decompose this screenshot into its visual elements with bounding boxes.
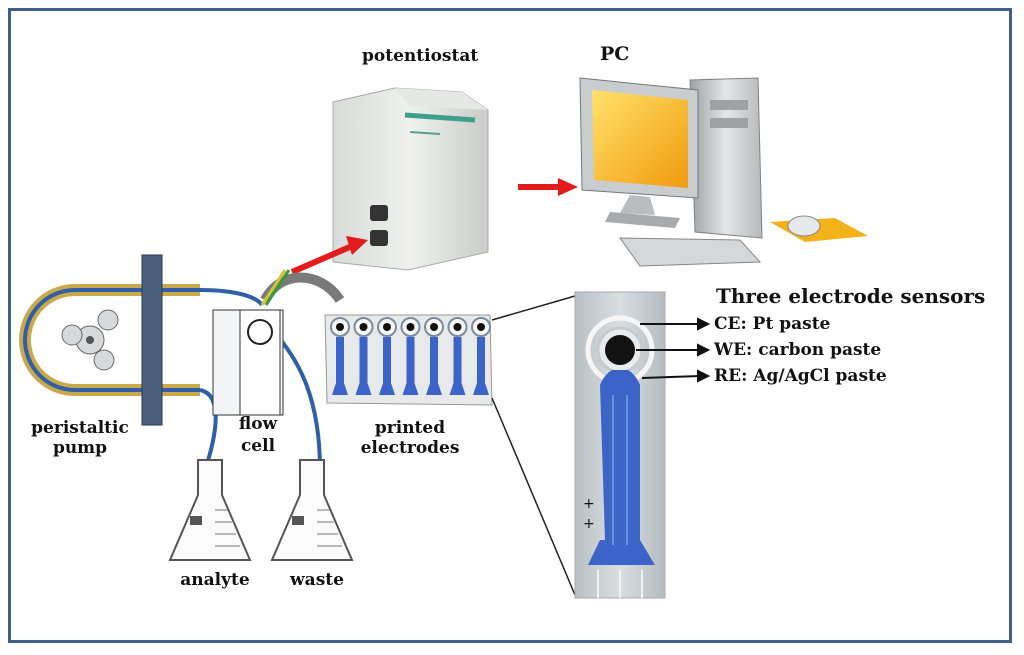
analyte-flask <box>168 459 252 561</box>
printed-electrode <box>353 317 374 395</box>
sensors-title: Three electrode sensors <box>716 284 986 308</box>
printed-electrode <box>471 317 491 395</box>
printed-electrode <box>424 317 444 395</box>
we-label: WE: carbon paste <box>714 340 882 360</box>
printed-electrode <box>400 317 421 395</box>
waste-label: waste <box>290 570 344 590</box>
electrode-row <box>330 317 491 395</box>
pc-computer <box>579 77 868 267</box>
svg-text:+: + <box>583 516 595 532</box>
waste-flask <box>270 459 354 561</box>
pc-label: PC <box>600 43 630 65</box>
printed-electrode <box>377 317 397 395</box>
potentiostat-device <box>332 87 489 271</box>
cell-label: cell <box>240 436 276 456</box>
printed-electrode <box>447 317 468 395</box>
re-label: RE: Ag/AgCl paste <box>714 366 887 386</box>
callout-arrows <box>636 317 711 383</box>
ce-label: CE: Pt paste <box>714 314 831 334</box>
analyte-label: analyte <box>180 570 250 590</box>
electrodes-label: electrodes <box>360 438 460 458</box>
peristaltic-label: peristaltic <box>31 418 129 438</box>
printed-label: printed <box>374 418 446 438</box>
signal-arrows <box>290 178 578 275</box>
printed-electrode <box>330 317 350 395</box>
sensor-strip-closeup: + + <box>574 291 666 599</box>
peristaltic-pump <box>19 254 200 426</box>
diagram-frame <box>8 8 1012 643</box>
pump-label: pump <box>52 438 108 458</box>
potentiostat-label: potentiostat <box>362 46 479 66</box>
flow-cell <box>212 309 284 416</box>
flow-label: flow <box>238 414 278 434</box>
svg-text:+: + <box>583 496 595 512</box>
zoom-lines <box>491 295 576 596</box>
